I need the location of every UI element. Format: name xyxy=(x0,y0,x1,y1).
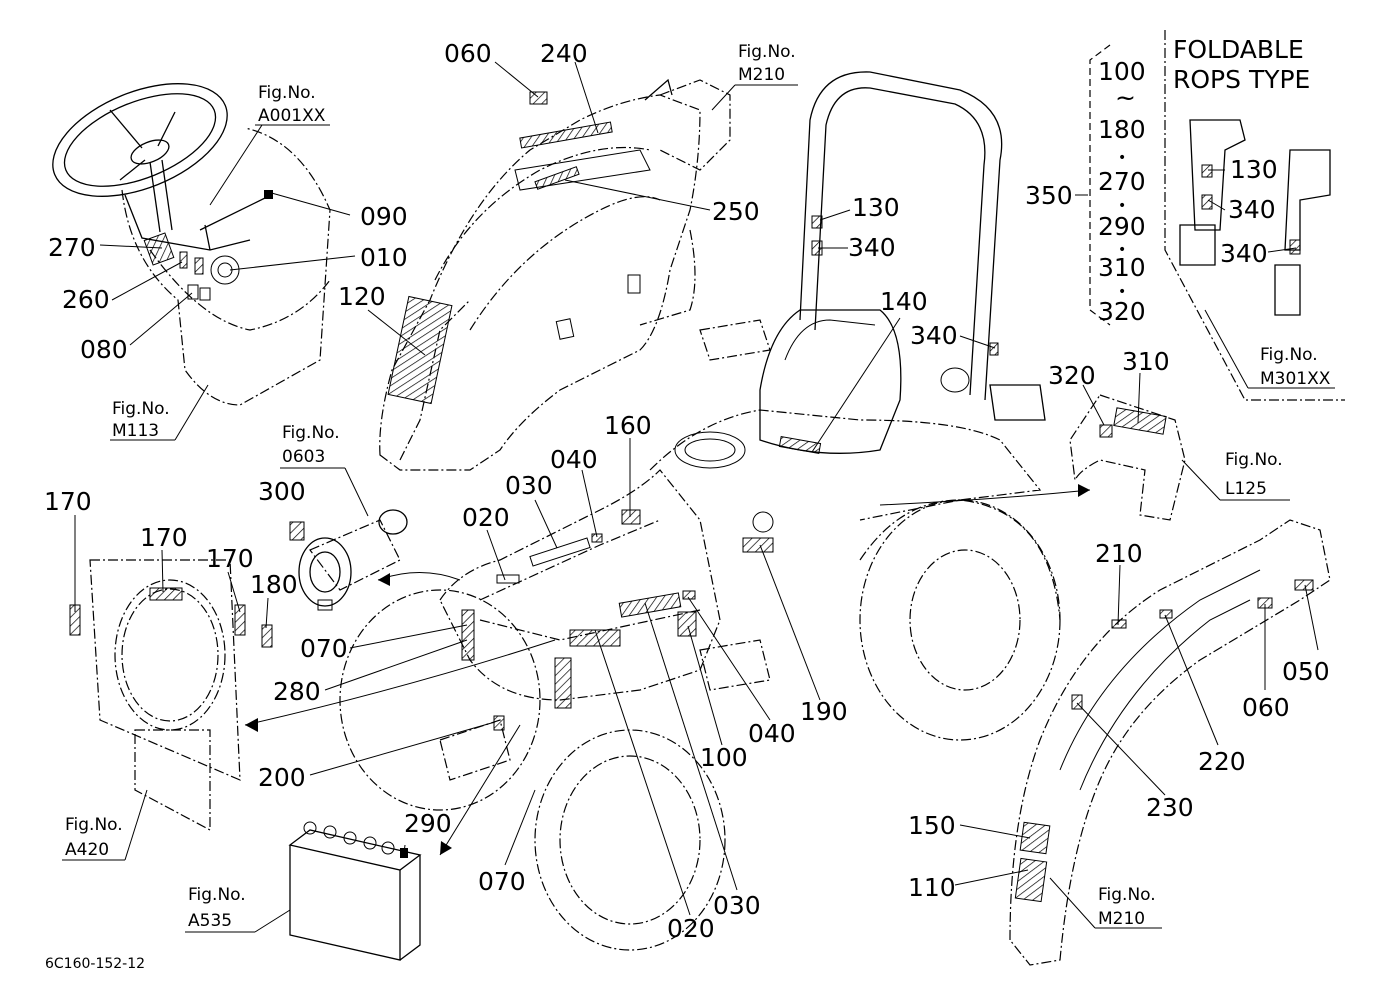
callout-060: 060 xyxy=(444,39,492,68)
range-dot: • xyxy=(1118,242,1126,258)
figref-label: Fig.No. xyxy=(738,42,796,62)
callout-080: 080 xyxy=(80,335,128,364)
range-item: 100 xyxy=(1098,57,1146,86)
range-item: 310 xyxy=(1098,253,1146,282)
callout-labels: 060 240 250 120 090 270 010 260 080 130 … xyxy=(44,39,1330,943)
callout-040: 040 xyxy=(550,445,598,474)
callout-090: 090 xyxy=(360,202,408,231)
callout-180: 180 xyxy=(250,570,298,599)
callout-350: 350 xyxy=(1025,181,1073,210)
figref-code: M210 xyxy=(1098,909,1145,929)
rear-fender xyxy=(1009,519,1331,966)
figref-label: Fig.No. xyxy=(1225,450,1283,470)
callout-170: 170 xyxy=(206,544,254,573)
figref-label: Fig.No. xyxy=(188,885,246,905)
callout-130: 130 xyxy=(852,193,900,222)
battery xyxy=(288,821,422,961)
callout-340: 340 xyxy=(1220,239,1268,268)
hood-panel xyxy=(379,78,731,471)
figref-code: A535 xyxy=(188,911,232,931)
range-dot: • xyxy=(1118,150,1126,166)
figref-code: 0603 xyxy=(282,447,325,467)
range-item: 270 xyxy=(1098,167,1146,196)
assembly-arrows xyxy=(244,484,1091,856)
figref-code: M301XX xyxy=(1260,369,1331,389)
callout-220: 220 xyxy=(1198,747,1246,776)
range-tilde: ~ xyxy=(1115,83,1136,112)
callout-340: 340 xyxy=(1228,195,1276,224)
steering-wheel-assembly xyxy=(52,83,331,406)
range-item: 290 xyxy=(1098,212,1146,241)
applicable-range-list: 100 ~ 180 • 270 • 290 • 310 • 320 xyxy=(1098,57,1146,326)
callout-050: 050 xyxy=(1282,657,1330,686)
callout-270: 270 xyxy=(48,233,96,262)
air-cleaner xyxy=(289,509,408,611)
range-item: 320 xyxy=(1098,297,1146,326)
callout-240: 240 xyxy=(540,39,588,68)
figure-references: Fig.No. A001XX Fig.No. M210 Fig.No. M113… xyxy=(65,42,1331,931)
callout-170: 170 xyxy=(140,523,188,552)
figref-code: A001XX xyxy=(258,106,326,126)
callout-100: 100 xyxy=(700,743,748,772)
callout-280: 280 xyxy=(273,677,321,706)
callout-290: 290 xyxy=(404,809,452,838)
leader-lines xyxy=(74,61,1319,933)
tractor-body xyxy=(339,71,1061,951)
callout-040: 040 xyxy=(748,719,796,748)
callout-320: 320 xyxy=(1048,361,1096,390)
callout-060: 060 xyxy=(1242,693,1290,722)
figref-code: L125 xyxy=(1225,479,1267,499)
foldable-heading-line1: FOLDABLE xyxy=(1173,35,1304,64)
callout-130: 130 xyxy=(1230,155,1278,184)
callout-030: 030 xyxy=(713,891,761,920)
figref-label: Fig.No. xyxy=(282,423,340,443)
callout-310: 310 xyxy=(1122,347,1170,376)
rear-lamp xyxy=(1069,394,1186,521)
callout-230: 230 xyxy=(1146,793,1194,822)
callout-110: 110 xyxy=(908,873,956,902)
callout-070: 070 xyxy=(478,867,526,896)
callout-190: 190 xyxy=(800,697,848,726)
callout-150: 150 xyxy=(908,811,956,840)
callout-210: 210 xyxy=(1095,539,1143,568)
callout-020: 020 xyxy=(462,503,510,532)
range-dot: • xyxy=(1118,284,1126,300)
range-dot: • xyxy=(1118,198,1126,214)
callout-160: 160 xyxy=(604,411,652,440)
figref-label: Fig.No. xyxy=(258,83,316,103)
figref-label: Fig.No. xyxy=(1098,885,1156,905)
front-grille xyxy=(69,559,273,831)
callout-250: 250 xyxy=(712,197,760,226)
callout-170: 170 xyxy=(44,487,92,516)
figref-underlines xyxy=(62,84,1335,933)
foldable-heading-line2: ROPS TYPE xyxy=(1173,65,1310,94)
range-item: 180 xyxy=(1098,115,1146,144)
callout-300: 300 xyxy=(258,477,306,506)
figref-code: M113 xyxy=(112,421,159,441)
drawing-code: 6C160-152-12 xyxy=(45,956,145,972)
figref-code: A420 xyxy=(65,840,109,860)
figref-label: Fig.No. xyxy=(112,399,170,419)
callout-030: 030 xyxy=(505,471,553,500)
callout-340: 340 xyxy=(910,321,958,350)
callout-140: 140 xyxy=(880,287,928,316)
callout-070: 070 xyxy=(300,634,348,663)
figref-label: Fig.No. xyxy=(65,815,123,835)
callout-260: 260 xyxy=(62,285,110,314)
callout-120: 120 xyxy=(338,282,386,311)
callout-340: 340 xyxy=(848,233,896,262)
figref-code: M210 xyxy=(738,65,785,85)
figref-label: Fig.No. xyxy=(1260,345,1318,365)
callout-200: 200 xyxy=(258,763,306,792)
callout-010: 010 xyxy=(360,243,408,272)
callout-020: 020 xyxy=(667,914,715,943)
